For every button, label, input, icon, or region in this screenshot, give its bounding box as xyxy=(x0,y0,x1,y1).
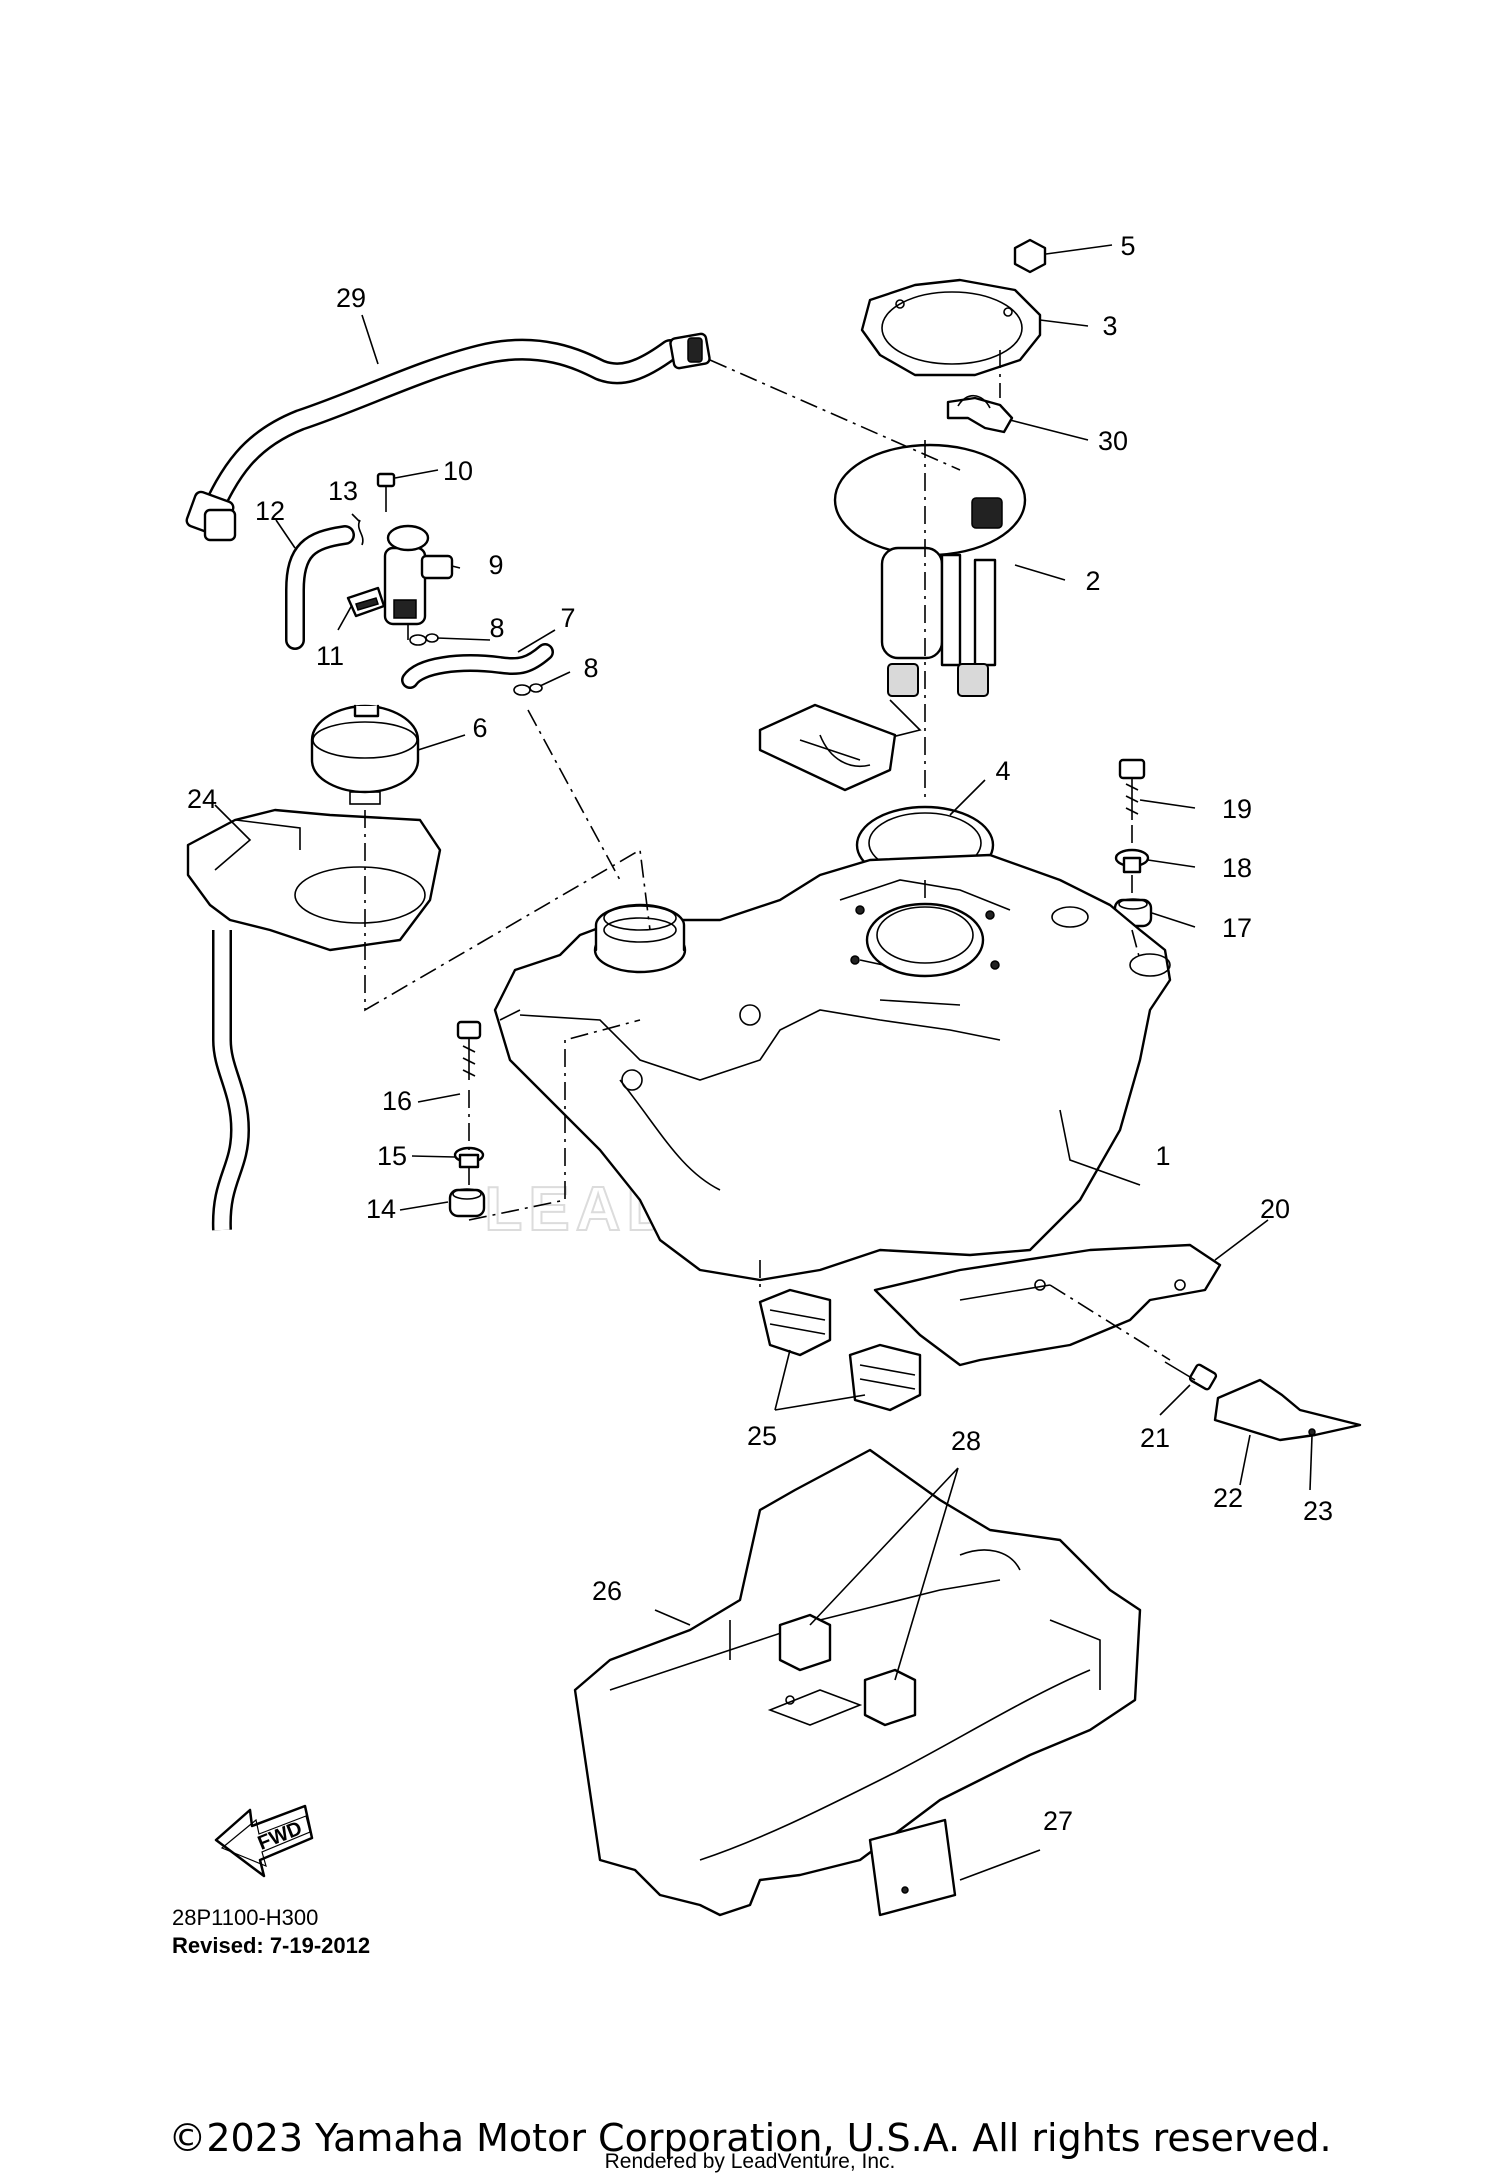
part-22-plate xyxy=(1213,1378,1362,1442)
part-25-damper-right xyxy=(848,1343,922,1412)
callout-11: 11 xyxy=(316,641,344,671)
callout-27: 27 xyxy=(1043,1806,1073,1836)
revised-date: Revised: 7-19-2012 xyxy=(172,1933,370,1958)
callout-26: 26 xyxy=(592,1576,622,1606)
callout-22: 22 xyxy=(1213,1483,1243,1513)
leader-lines xyxy=(214,244,1313,1881)
callout-24: 24 xyxy=(187,784,217,814)
callout-13: 13 xyxy=(328,476,358,506)
callout-14: 14 xyxy=(366,1194,396,1224)
callout-6: 6 xyxy=(472,713,487,743)
callout-5: 5 xyxy=(1120,231,1135,261)
callout-2: 2 xyxy=(1085,566,1100,596)
part-29-breather-hose xyxy=(185,332,711,542)
callout-23: 23 xyxy=(1303,1496,1333,1526)
part-14-grommet xyxy=(448,1188,486,1218)
part-16-bolt xyxy=(456,1020,482,1080)
callout-4: 4 xyxy=(995,756,1010,786)
callout-8-upper: 8 xyxy=(489,613,504,643)
callout-20: 20 xyxy=(1260,1194,1290,1224)
callout-12: 12 xyxy=(255,496,285,526)
callout-19: 19 xyxy=(1222,794,1252,824)
copyright-notice: ©2023 Yamaha Motor Corporation, U.S.A. A… xyxy=(168,2116,1332,2160)
rendered-by-notice: Rendered by LeadVenture, Inc. xyxy=(604,2150,896,2173)
part-23-pin xyxy=(1308,1428,1316,1436)
part-21-bolt xyxy=(1164,1361,1218,1391)
callout-10: 10 xyxy=(443,456,473,486)
callout-1: 1 xyxy=(1155,1141,1170,1171)
callout-21: 21 xyxy=(1140,1423,1170,1453)
callout-16: 16 xyxy=(382,1086,412,1116)
fwd-arrow-icon: FWD xyxy=(214,1804,314,1878)
callout-25: 25 xyxy=(747,1421,777,1451)
part-2-fuel-pump xyxy=(758,443,1027,792)
part-9-solenoid-valve xyxy=(383,524,454,640)
part-26-lower-cover xyxy=(573,1448,1142,1917)
part-27-label xyxy=(868,1818,957,1917)
alignment-lines xyxy=(364,350,1171,1361)
part-20-heat-shield xyxy=(873,1243,1222,1367)
part-28-pad-left xyxy=(778,1613,832,1672)
part-11-bracket xyxy=(346,586,386,618)
part-25-damper-left xyxy=(758,1288,832,1357)
part-8-clip-lower xyxy=(513,683,543,696)
part-5-nut xyxy=(1013,238,1047,274)
diagram-code: 28P1100-H300 xyxy=(172,1905,318,1930)
callout-7: 7 xyxy=(560,603,575,633)
callout-17: 17 xyxy=(1222,913,1252,943)
part-15-washer xyxy=(453,1146,485,1169)
part-30-clamp xyxy=(946,394,1014,434)
part-3-retaining-ring xyxy=(860,278,1042,377)
part-6-fuel-cap xyxy=(310,704,420,805)
callout-3: 3 xyxy=(1102,311,1117,341)
part-13-clip xyxy=(357,519,364,546)
callout-30: 30 xyxy=(1098,426,1128,456)
part-10-bolt xyxy=(376,472,396,512)
callout-15: 15 xyxy=(377,1141,407,1171)
callout-29: 29 xyxy=(336,283,366,313)
part-12-hose xyxy=(285,525,355,650)
part-1-fuel-tank xyxy=(493,853,1172,1282)
callout-8-lower: 8 xyxy=(583,653,598,683)
part-18-washer xyxy=(1114,848,1150,874)
part-24-filler-cup xyxy=(186,808,442,1231)
part-19-bolt xyxy=(1118,758,1146,820)
part-7-hose xyxy=(401,643,554,689)
callout-28: 28 xyxy=(951,1426,981,1456)
part-8-clip-upper xyxy=(409,633,439,646)
callout-labels: 1 2 3 4 5 6 7 8 8 9 10 11 12 13 14 15 16… xyxy=(187,231,1333,1836)
callout-9: 9 xyxy=(488,550,503,580)
callout-18: 18 xyxy=(1222,853,1252,883)
part-28-pad-right xyxy=(863,1668,917,1727)
